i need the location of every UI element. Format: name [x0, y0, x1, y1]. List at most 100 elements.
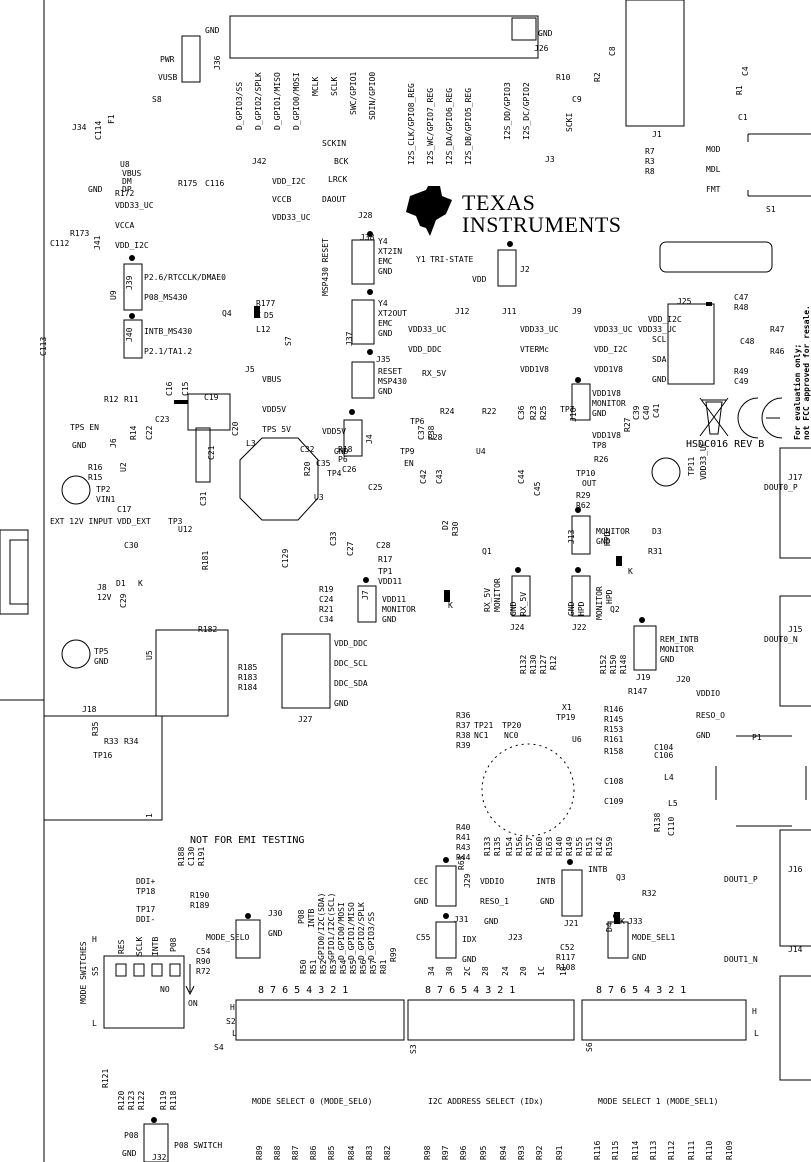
- silkscreen-label: GND: [567, 601, 576, 616]
- silkscreen-label: P08: [169, 937, 178, 952]
- silkscreen-label: R154: [505, 836, 514, 856]
- silkscreen-label: VDDIO: [696, 689, 721, 698]
- silkscreen-label: VBUS: [122, 169, 142, 178]
- silkscreen-label: S8: [152, 95, 162, 104]
- silkscreen-label: I2S_CLK/GPIO8_REG: [407, 83, 416, 165]
- silkscreen-label: R115: [611, 1140, 620, 1160]
- silkscreen-label: GND: [484, 917, 499, 926]
- silkscreen-label: J34: [72, 123, 87, 132]
- silkscreen-label: D_GPIO0/MOSI: [337, 902, 346, 960]
- silkscreen-label: INTB: [151, 936, 160, 956]
- silkscreen-label: R50: [299, 959, 308, 974]
- silkscreen-label: C4: [741, 66, 750, 76]
- silkscreen-label: J12: [455, 307, 470, 316]
- silkscreen-label: R16: [88, 463, 103, 472]
- silkscreen-label: D2: [441, 520, 450, 530]
- silkscreen-label: R49: [734, 367, 749, 376]
- silkscreen-label: R3: [645, 157, 655, 166]
- silkscreen-label: 1: [145, 813, 154, 818]
- silkscreen-label: DM: [122, 177, 132, 186]
- silkscreen-label: R99: [389, 947, 398, 962]
- silkscreen-label: D_GPIO1/MISO: [347, 902, 356, 960]
- silkscreen-label: R150: [609, 654, 618, 674]
- silkscreen-label: SCKIN: [322, 139, 347, 148]
- silkscreen-label: TP16: [93, 751, 113, 760]
- silkscreen-label: VDD1V8: [592, 389, 621, 398]
- silkscreen-label: TP20: [502, 721, 522, 730]
- silkscreen-label: MODE SELECT 0 (MODE_SEL0): [252, 1097, 373, 1106]
- silkscreen-label: R31: [648, 547, 663, 556]
- silkscreen-label: J16: [788, 865, 803, 874]
- silkscreen-label: R44: [456, 853, 471, 862]
- silkscreen-label: R30: [451, 521, 460, 536]
- silkscreen-label: TP10: [576, 469, 596, 478]
- silkscreen-label: H: [92, 935, 97, 944]
- silkscreen-label: 8 7 6 5 4 3 2 1: [258, 985, 349, 996]
- silkscreen-label: J28: [358, 211, 373, 220]
- silkscreen-label: 12V: [97, 593, 112, 602]
- silkscreen-label: R37: [456, 721, 471, 730]
- silkscreen-label: GND: [596, 537, 611, 546]
- silkscreen-label: R10: [556, 73, 571, 82]
- silkscreen-label: U6: [572, 735, 582, 744]
- silkscreen-label: TP17: [136, 905, 156, 914]
- silkscreen-label: J38: [360, 233, 375, 242]
- silkscreen-label: J18: [82, 705, 97, 714]
- silkscreen-label: R118: [169, 1090, 178, 1110]
- silkscreen-label: INTB: [588, 865, 608, 874]
- silkscreen-label: P08: [124, 1131, 139, 1140]
- silkscreen-label: J24: [510, 623, 525, 632]
- silkscreen-label: ON: [188, 999, 198, 1008]
- silkscreen-label: R18: [338, 445, 353, 454]
- silkscreen-label: P2.6/RTCCLK/DMAE0: [144, 273, 226, 282]
- silkscreen-label: GND: [94, 657, 109, 666]
- silkscreen-label: HPD: [577, 601, 586, 616]
- silkscreen-label: NO: [160, 985, 170, 994]
- silkscreen-label: K: [256, 311, 261, 320]
- silkscreen-label: C28: [376, 541, 391, 550]
- silkscreen-label: RX_5V: [483, 587, 492, 612]
- silkscreen-label: 18: [559, 966, 568, 976]
- silkscreen-label: NC0: [504, 731, 519, 740]
- silkscreen-label: R63: [457, 855, 466, 870]
- silkscreen-label: K: [448, 601, 453, 610]
- silkscreen-label: I2S_WC/GPIO7_REG: [426, 87, 435, 165]
- silkscreen-label: J9: [572, 307, 582, 316]
- silkscreen-label: J20: [676, 675, 691, 684]
- silkscreen-label: C23: [155, 415, 170, 424]
- silkscreen-label: R88: [273, 1145, 282, 1160]
- silkscreen-label: R132: [519, 654, 528, 674]
- silkscreen-label: C19: [204, 393, 219, 402]
- silkscreen-label: J30: [268, 909, 283, 918]
- silkscreen-label: J6: [109, 438, 118, 448]
- silkscreen-label: DP: [122, 185, 132, 194]
- silkscreen-label: R15: [88, 473, 103, 482]
- silkscreen-label: J25: [677, 297, 692, 306]
- silkscreen-label: J36: [213, 55, 222, 70]
- silkscreen-label: RX_5V: [519, 591, 528, 616]
- silkscreen-label: C27: [346, 541, 355, 556]
- silkscreen-label: TP2: [96, 485, 111, 494]
- silkscreen-label: VDD1V8: [594, 365, 623, 374]
- silkscreen-label: R28: [428, 433, 443, 442]
- silkscreen-label: C43: [435, 469, 444, 484]
- evaluation-notice: For evaluation only;: [793, 343, 802, 440]
- silkscreen-label: C24: [319, 595, 334, 604]
- silkscreen-label: TP19: [556, 713, 576, 722]
- silkscreen-label: R148: [619, 654, 628, 674]
- silkscreen-label: C26: [342, 465, 357, 474]
- silkscreen-label: D_GPIO0/MOSI: [292, 72, 301, 130]
- silkscreen-label: R175: [178, 179, 198, 188]
- silkscreen-label: R84: [347, 1145, 356, 1160]
- silkscreen-label: VDD5V: [262, 405, 287, 414]
- silkscreen-label: J2: [520, 265, 530, 274]
- silkscreen-label: R155: [575, 836, 584, 856]
- silkscreen-label: INTB: [536, 877, 556, 886]
- silkscreen-label: R119: [159, 1090, 168, 1110]
- silkscreen-label: R149: [565, 836, 574, 856]
- silkscreen-label: GND: [378, 267, 393, 276]
- silkscreen-label: NC1: [474, 731, 489, 740]
- silkscreen-label: R93: [517, 1145, 526, 1160]
- silkscreen-label: C30: [124, 541, 139, 550]
